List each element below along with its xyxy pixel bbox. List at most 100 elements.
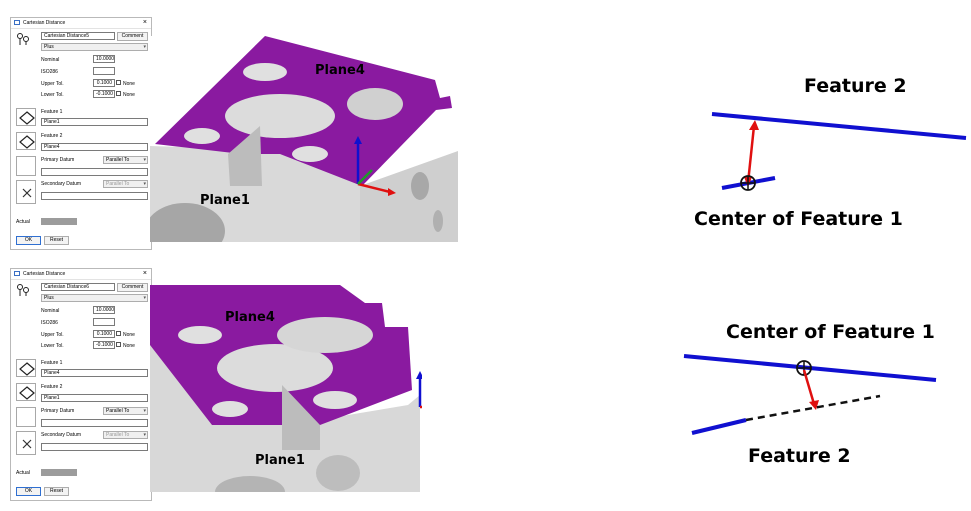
feature2-line xyxy=(691,418,747,435)
primary-datum-field[interactable] xyxy=(41,168,148,176)
feature2-label: Feature 2 xyxy=(748,445,851,467)
nominal-field[interactable]: 10.0000 xyxy=(93,306,115,314)
lower-none-label: None xyxy=(123,92,135,98)
primary-datum-select[interactable]: Parallel To ▾ xyxy=(103,407,148,415)
center-of-feature1-label: Center of Feature 1 xyxy=(726,321,935,343)
secondary-datum-field[interactable] xyxy=(41,443,148,451)
upper-none-checkbox[interactable] xyxy=(116,331,121,336)
large-bore xyxy=(225,94,335,138)
primary-datum-field[interactable] xyxy=(41,419,148,427)
lower-none-label: None xyxy=(123,343,135,349)
plane1-label: Plane1 xyxy=(255,453,305,468)
part-side-face xyxy=(150,285,420,492)
clear-datum-button[interactable] xyxy=(16,431,36,455)
chevron-down-icon: ▾ xyxy=(143,44,146,50)
nominal-label: Nominal xyxy=(41,57,60,63)
feature1-field[interactable]: Plane1 xyxy=(41,118,148,126)
upper-none-checkbox[interactable] xyxy=(116,80,121,85)
nominal-field[interactable]: 10.0000 xyxy=(93,55,115,63)
primary-datum-value: Parallel To xyxy=(106,408,130,414)
plane-feature-icon xyxy=(19,386,35,400)
arrowhead-icon xyxy=(809,400,819,410)
secondary-datum-field[interactable] xyxy=(41,192,148,200)
actual-value-bar xyxy=(41,218,77,225)
close-icon[interactable]: × xyxy=(142,270,147,277)
lower-tol-label: Lower Tol. xyxy=(41,92,64,98)
cartesian-distance-dialog: Cartesian Distance × Cartesian Distance5… xyxy=(10,17,152,250)
upper-tol-field[interactable]: 0.1000 xyxy=(93,330,115,338)
lower-tol-field[interactable]: -0.1000 xyxy=(93,90,115,98)
feature2-field[interactable]: Plane1 xyxy=(41,394,148,402)
feature2-label: Feature 2 xyxy=(41,384,63,390)
mode-select[interactable]: Plus ▾ xyxy=(41,43,148,51)
upper-none-label: None xyxy=(123,332,135,338)
iso286-field[interactable] xyxy=(93,318,115,326)
feature2-extension-line xyxy=(745,394,881,422)
chevron-down-icon: ▾ xyxy=(143,295,146,301)
distance-diagram: Center of Feature 1 Feature 2 xyxy=(683,321,937,467)
cartesian-distance-icon xyxy=(14,20,20,25)
primary-datum-select[interactable]: Parallel To▾ xyxy=(103,156,148,164)
ok-button[interactable]: OK xyxy=(16,487,41,496)
dialog-title: Cartesian Distance xyxy=(23,20,66,26)
secondary-datum-select[interactable]: Parallel To▾ xyxy=(103,431,148,439)
secondary-datum-select[interactable]: Parallel To▾ xyxy=(103,180,148,188)
measurement-name-field[interactable]: Cartesian Distance5 xyxy=(41,32,115,40)
upper-tol-label: Upper Tol. xyxy=(41,81,64,87)
datum-select-button[interactable] xyxy=(16,407,36,427)
feature1-select-button[interactable] xyxy=(16,359,36,377)
mode-select[interactable]: Plus ▾ xyxy=(41,294,148,302)
x-axis-arrow xyxy=(357,182,391,194)
pin-icon xyxy=(17,33,29,45)
hole xyxy=(212,401,248,417)
lower-tol-label: Lower Tol. xyxy=(41,343,64,349)
mode-select-value: Plus xyxy=(44,44,54,50)
iso286-label: ISO286 xyxy=(41,320,58,326)
feature1-field[interactable]: Plane4 xyxy=(41,369,148,377)
mode-select-value: Plus xyxy=(44,295,54,301)
close-icon[interactable]: × xyxy=(142,19,147,26)
z-axis-arrowhead xyxy=(416,371,422,379)
iso286-field[interactable] xyxy=(93,67,115,75)
dialog-title-bar: Cartesian Distance × xyxy=(11,269,151,280)
upper-tol-field[interactable]: 0.1000 xyxy=(93,79,115,87)
distance-arrow xyxy=(802,369,816,405)
feature1-label: Feature 1 xyxy=(41,109,63,115)
distance-diagram: Feature 2 Center of Feature 1 xyxy=(694,75,967,230)
hole xyxy=(313,391,357,409)
reset-button[interactable]: Reset xyxy=(44,236,69,245)
part-3d-view[interactable]: Plane4 Plane1 xyxy=(150,285,422,492)
comment-button[interactable]: Comment xyxy=(117,32,148,41)
hole xyxy=(178,326,222,344)
part-3d-view[interactable]: Plane4 Plane1 xyxy=(150,36,458,242)
plane-feature-icon xyxy=(19,135,35,149)
dialog-title-bar: Cartesian Distance × xyxy=(11,18,151,29)
measurement-name-field[interactable]: Cartesian Distance6 xyxy=(41,283,115,291)
comment-button[interactable]: Comment xyxy=(117,283,148,292)
feature1-select-button[interactable] xyxy=(16,108,36,126)
close-icon xyxy=(22,439,32,449)
hole xyxy=(411,172,429,200)
plane4-label: Plane4 xyxy=(225,310,275,325)
plane-feature-icon xyxy=(19,362,35,376)
feature1-label: Feature 1 xyxy=(41,360,63,366)
plane1-face xyxy=(228,126,262,186)
clear-datum-button[interactable] xyxy=(16,180,36,204)
bore xyxy=(316,455,360,491)
ok-button[interactable]: OK xyxy=(16,236,41,245)
lower-none-checkbox[interactable] xyxy=(116,91,121,96)
cartesian-distance-icon xyxy=(14,271,20,276)
feature2-field[interactable]: Plane4 xyxy=(41,143,148,151)
actual-value-bar xyxy=(41,469,77,476)
hole xyxy=(184,128,220,144)
chevron-down-icon: ▾ xyxy=(143,408,146,414)
feature2-select-button[interactable] xyxy=(16,383,36,401)
reset-button[interactable]: Reset xyxy=(44,487,69,496)
nominal-label: Nominal xyxy=(41,308,60,314)
feature2-label: Feature 2 xyxy=(804,75,907,97)
bore xyxy=(150,203,225,242)
lower-none-checkbox[interactable] xyxy=(116,342,121,347)
lower-tol-field[interactable]: -0.1000 xyxy=(93,341,115,349)
datum-select-button[interactable] xyxy=(16,156,36,176)
feature2-select-button[interactable] xyxy=(16,132,36,150)
